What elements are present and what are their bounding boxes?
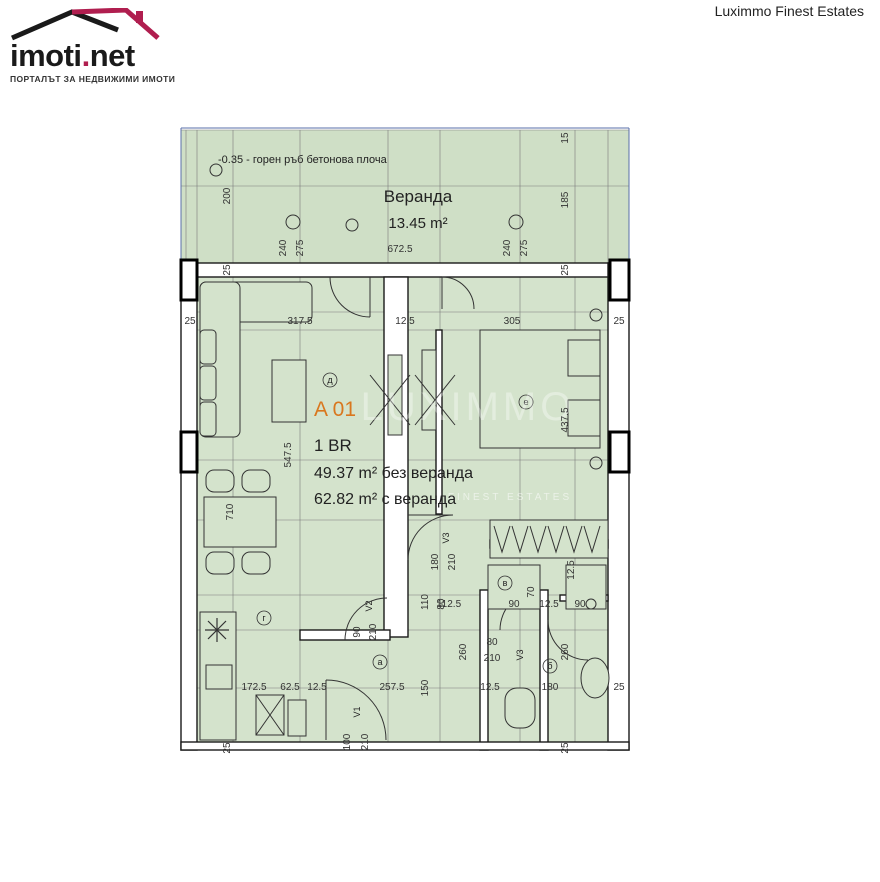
dim-547: 547.5 xyxy=(283,442,294,467)
windows xyxy=(179,258,631,474)
dim-150: 150 xyxy=(420,679,431,696)
dim-257: 257.5 xyxy=(379,682,404,693)
logo-tagline: ПОРТАЛЪТ ЗА НЕДВИЖИМИ ИМОТИ xyxy=(10,74,176,84)
room-marker-e: е xyxy=(523,397,528,407)
dim-90c: 90 xyxy=(352,626,363,638)
logo-text-main: imoti xyxy=(10,38,82,73)
dim-317: 317.5 xyxy=(287,316,312,327)
door-tags: V3 V2 V3 V1 xyxy=(352,532,525,717)
area-with-veranda: 62.82 m² с веранда xyxy=(314,491,456,508)
unit-type: 1 BR xyxy=(314,436,352,455)
dim-25b: 25 xyxy=(613,316,625,327)
dim-12c: 12.5 xyxy=(307,682,327,693)
slab-note: -0.35 - горен ръб бетонова плоча xyxy=(218,154,388,166)
door-tag-v3a: V3 xyxy=(441,532,451,543)
dim-437: 437.5 xyxy=(560,407,571,432)
veranda-area: 13.45 m² xyxy=(388,215,447,232)
logo-wordmark: imoti.net xyxy=(10,38,135,74)
light-fixtures xyxy=(209,163,603,610)
dim-240a: 240 xyxy=(278,239,289,256)
dim-25g: 25 xyxy=(560,742,571,754)
imoti-logo[interactable]: imoti.net ПОРТАЛЪТ ЗА НЕДВИЖИМИ ИМОТИ xyxy=(8,8,178,88)
door-swings xyxy=(325,276,589,741)
dim-25f: 25 xyxy=(222,742,233,754)
room-markers: д е г а б в xyxy=(262,375,552,671)
house-roof-icon xyxy=(11,8,160,41)
dim-240b: 240 xyxy=(502,239,513,256)
dim-710: 710 xyxy=(225,503,236,520)
watermark: LUXIMMO xyxy=(361,385,576,429)
dim-90a: 90 xyxy=(508,599,520,610)
dim-12a: 12.5 xyxy=(395,316,415,327)
dim-80a: 80 xyxy=(436,598,447,610)
dim-90b: 90 xyxy=(574,599,586,610)
dim-112: 112.5 xyxy=(437,599,462,610)
dim-25e: 25 xyxy=(613,682,625,693)
veranda-label: Веранда xyxy=(384,187,453,206)
watermark-sub: FINEST ESTATES xyxy=(448,492,572,503)
dim-180b: 180 xyxy=(542,682,559,693)
dim-25d: 25 xyxy=(560,264,571,276)
room-marker-g: г xyxy=(262,613,266,623)
dim-672: 672.5 xyxy=(387,244,412,255)
door-tag-v2: V2 xyxy=(364,600,374,611)
dim-12b: 12.5 xyxy=(539,599,559,610)
dim-100: 100 xyxy=(342,733,353,750)
logo-dot: . xyxy=(81,38,91,73)
dim-260b: 260 xyxy=(560,643,571,660)
dim-185: 185 xyxy=(560,191,571,208)
room-marker-d: д xyxy=(327,375,333,385)
room-marker-circles xyxy=(256,372,558,674)
dim-110: 110 xyxy=(420,594,431,610)
door-tag-v3b: V3 xyxy=(515,649,525,660)
dim-172: 172.5 xyxy=(241,682,266,693)
area-without-veranda: 49.37 m² без веранда xyxy=(314,465,473,482)
room-marker-a: а xyxy=(377,657,382,667)
dim-25a: 25 xyxy=(184,316,196,327)
veranda-area xyxy=(181,130,629,263)
dim-15: 15 xyxy=(560,132,571,144)
dimension-labels: 672.5 317.5 12.5 305 25 25 112.5 90 12.5… xyxy=(184,244,625,693)
dim-12d: 12.5 xyxy=(480,682,500,693)
dim-210a: 210 xyxy=(447,553,458,570)
furniture xyxy=(199,281,610,741)
dim-80b: 80 xyxy=(486,637,498,648)
dim-275a: 275 xyxy=(295,239,306,256)
dim-210b: 210 xyxy=(368,623,379,640)
room-marker-b: б xyxy=(547,661,552,671)
dim-260a: 260 xyxy=(458,643,469,660)
dim-12e: 12.5 xyxy=(566,560,577,580)
unit-id: A 01 xyxy=(314,398,356,421)
dim-210c: 210 xyxy=(484,653,501,664)
cross-marks xyxy=(255,374,456,736)
dim-305: 305 xyxy=(504,316,521,327)
door-tag-v1: V1 xyxy=(352,706,362,717)
logo-text-suffix: net xyxy=(89,38,136,73)
dim-275b: 275 xyxy=(519,239,530,256)
room-marker-v: в xyxy=(503,578,508,588)
dim-25c: 25 xyxy=(222,264,233,276)
wardrobe-hangers xyxy=(493,525,601,554)
dim-210d: 210 xyxy=(360,733,371,750)
dim-180a: 180 xyxy=(430,553,441,570)
agency-brand: Luximmo Finest Estates xyxy=(714,3,864,19)
dim-70: 70 xyxy=(526,586,537,598)
dim-200: 200 xyxy=(222,187,233,204)
dim-62: 62.5 xyxy=(280,682,300,693)
vertical-dimension-labels: 200 185 15 240 275 240 275 25 25 437.5 5… xyxy=(222,132,577,754)
hob-icon xyxy=(205,618,229,642)
